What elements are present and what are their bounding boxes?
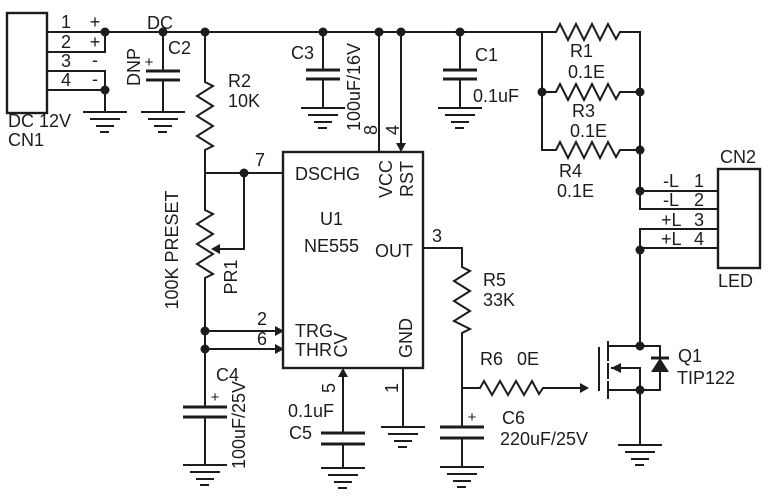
resistor-r6: R6 0E [461,349,589,398]
capacitor-c5: 0.1uF C5 [288,368,365,489]
c3-value: 100uF/16V [344,43,364,131]
u1-pin-vcc: VCC [376,160,396,198]
q1-ground-icon [618,444,662,466]
cn1-pin3: 3 [61,51,71,71]
u1-ground-icon [381,426,425,448]
cn2-row1-number: 1 [694,171,704,191]
power-rail: DC [46,13,543,37]
r4-value: 0.1E [557,181,594,201]
sense-resistor-bank: R1 0.1E R3 0.1E R4 0.1E [537,21,645,201]
cn1-sign4: - [92,69,98,89]
u1-pin-gnd: GND [396,318,416,358]
c4-ref: C4 [216,365,239,385]
cn1-sign2: + [90,32,101,52]
r1-value: 0.1E [568,62,605,82]
r2-ref: R2 [228,71,251,91]
c5-value: 0.1uF [288,401,334,421]
r2-value: 10K [228,91,260,111]
connector-cn1: 1 2 3 4 + + - - DC 12V CN1 [5,11,127,150]
c6-ground-icon [440,466,484,488]
r5-value: 33K [483,290,515,310]
pr1-ref: PR1 [221,259,241,294]
u1-ref: U1 [320,209,343,229]
cn2-row4-number: 4 [694,229,704,249]
c2-ref: C2 [168,38,191,58]
cn2-row3-number: 3 [694,210,704,230]
r1-ref: R1 [570,41,593,61]
u1-pin4-number: 4 [383,125,403,135]
pr1-value: 100K PRESET [162,190,182,309]
net-label-dc: DC [147,13,173,33]
u1-pin-dschg: DSCHG [295,164,360,184]
u1-pin5-number: 5 [319,383,339,393]
r6-ref: R6 [480,349,503,369]
cn1-sign3: - [92,50,98,70]
cn1-ref: CN1 [8,130,44,150]
c6-ref: C6 [502,408,525,428]
u1-pin8-number: 8 [361,125,381,135]
transistor-q1: Q1 TIP122 [598,341,735,466]
capacitor-c4: C4 + 100uF/25V [183,365,249,486]
c3-ref: C3 [291,43,314,63]
c6-value: 220uF/25V [500,429,588,449]
connector-cn2: CN2 -L 1 -L 2 +L 3 +L 4 LED [635,31,762,347]
r3-ref: R3 [572,101,595,121]
preset-pr1: 100K PRESET PR1 [162,168,249,310]
u1-pin-rst: RST [397,161,417,197]
cn2-row1-signal: -L [663,171,679,191]
capacitor-c3: C3 100uF/16V [291,31,364,131]
u1-gnd-pin [381,367,425,448]
capacitor-c6: + C6 220uF/25V [440,387,588,488]
cn2-ref: CN2 [720,147,756,167]
r3-value: 0.1E [570,121,607,141]
cn2-row2-signal: -L [663,190,679,210]
c5-ground-icon [321,467,365,489]
cn1-ground-icon [83,111,127,133]
c1-ground-icon [438,107,482,129]
cn1-pin2: 2 [61,32,71,52]
r6-value: 0E [517,349,539,369]
u1-pin6-number: 6 [257,329,267,349]
resistor-r5: R5 33K [422,247,515,389]
c5-ref: C5 [289,423,312,443]
capacitor-c2: C2 + DNP [124,31,191,133]
c2-dnp: DNP [124,48,144,86]
c3-ground-icon [301,107,345,129]
resistor-r2: R2 10K [195,31,260,408]
c1-value: 0.1uF [473,86,519,106]
q1-ref: Q1 [678,346,702,366]
r4-ref: R4 [559,161,582,181]
r5-ref: R5 [483,270,506,290]
cn2-row3-signal: +L [661,210,682,230]
u1-pin-trg: TRG [295,321,333,341]
q1-part: TIP122 [677,368,735,388]
cn2-row4-signal: +L [661,229,682,249]
c4-value: 100uF/25V [229,381,249,469]
c4-plus: + [211,389,220,406]
capacitor-c1: C1 0.1uF [438,31,519,129]
u1-pin-thr: THR [295,340,332,360]
c2-plus: + [145,54,154,71]
u1-pin7-number: 7 [255,150,265,170]
cn2-row2-number: 2 [694,190,704,210]
u1-pin2-number: 2 [257,309,267,329]
cn1-sign1: + [90,12,101,32]
cn1-pin4: 4 [61,70,71,90]
c4-ground-icon [183,464,227,486]
u1-pin-cv: CV [331,332,351,357]
u1-pin-out: OUT [375,241,413,261]
u1-part: NE555 [304,236,359,256]
cn1-label: DC 12V [8,111,71,131]
c6-plus: + [468,409,477,426]
cn1-pin1: 1 [61,12,71,32]
ic-u1: DSCHG U1 NE555 OUT TRG THR VCC RST CV GN… [200,150,442,393]
u1-supply-pins: 8 4 [361,31,406,153]
u1-pin3-number: 3 [432,226,442,246]
c1-ref: C1 [475,45,498,65]
c2-ground-icon [141,111,185,133]
u1-pin1-number: 1 [382,383,402,393]
cn2-label: LED [718,271,753,291]
